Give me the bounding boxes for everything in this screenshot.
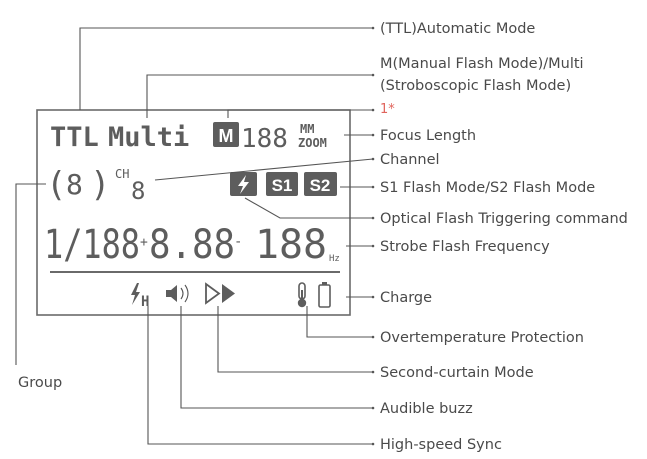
channel-digit: 8 (131, 177, 145, 205)
lightning-icon (238, 175, 249, 194)
callout-group: Group (18, 375, 62, 391)
freq-unit: Hz (329, 254, 340, 264)
speaker-icon (166, 284, 189, 303)
leader-multi (146, 74, 373, 118)
callout-multi-line1: M(Manual Flash Mode)/Multi (380, 56, 584, 72)
manual-badge-text: M (219, 126, 234, 146)
leader-ttl (79, 27, 373, 110)
channel-prefix: CH (115, 167, 129, 181)
battery-icon (318, 282, 331, 308)
group-bracket-right: ) (90, 165, 110, 205)
s1-badge-bg (266, 172, 298, 196)
leader-optical (244, 197, 373, 219)
callout-channel: Channel (380, 152, 440, 168)
callout-second-curtain: Second-curtain Mode (380, 365, 534, 381)
zoom-unit-mm: MM (300, 122, 314, 136)
leader-footnote (227, 109, 373, 118)
leader-group (15, 183, 46, 365)
callout-multi-line2: (Stroboscopic Flash Mode) (380, 78, 571, 94)
leader-overtemp (306, 306, 373, 338)
leader-second-curtain (217, 306, 373, 373)
manual-badge-bg (213, 122, 239, 147)
leader-channel (154, 158, 374, 181)
callout-overtemp: Overtemperature Protection (380, 330, 584, 346)
power-plus: + (140, 235, 148, 250)
comp-minus: - (234, 234, 242, 250)
power-readout: 1/188 (44, 222, 140, 268)
callout-footnote: 1* (380, 102, 395, 117)
leader-audible (180, 306, 373, 409)
double-arrow-icon (205, 282, 235, 305)
callout-charge: Charge (380, 290, 432, 306)
lcd-ttl-text: TTL (50, 122, 99, 153)
s2-badge-text: S2 (310, 176, 331, 195)
callout-s1s2: S1 Flash Mode/S2 Flash Mode (380, 180, 595, 196)
zoom-digits: 188 (241, 124, 288, 154)
lcd-panel-frame (36, 109, 351, 316)
group-digit: 8 (66, 168, 83, 201)
thermometer-icon (297, 282, 307, 308)
s2-badge-bg (304, 172, 337, 196)
callout-audible: Audible buzz (380, 401, 473, 417)
hss-suffix: H (141, 294, 149, 310)
lcd-multi-text: Multi (108, 122, 189, 153)
freq-readout: 188 (255, 222, 327, 268)
callout-hss: High-speed Sync (380, 437, 502, 453)
comp-readout: 8.88 (149, 222, 235, 268)
group-bracket-left: ( (46, 165, 66, 205)
callout-strobe: Strobe Flash Frequency (380, 239, 550, 255)
lightning-h-icon (131, 283, 140, 305)
callout-optical: Optical Flash Triggering command (380, 211, 628, 227)
zoom-unit-zoom: ZOOM (298, 136, 327, 150)
leader-hss (147, 306, 373, 445)
leader-arrowheads (371, 26, 375, 446)
s1-badge-text: S1 (272, 176, 293, 195)
callout-ttl: (TTL)Automatic Mode (380, 21, 535, 37)
callout-focus: Focus Length (380, 128, 476, 144)
